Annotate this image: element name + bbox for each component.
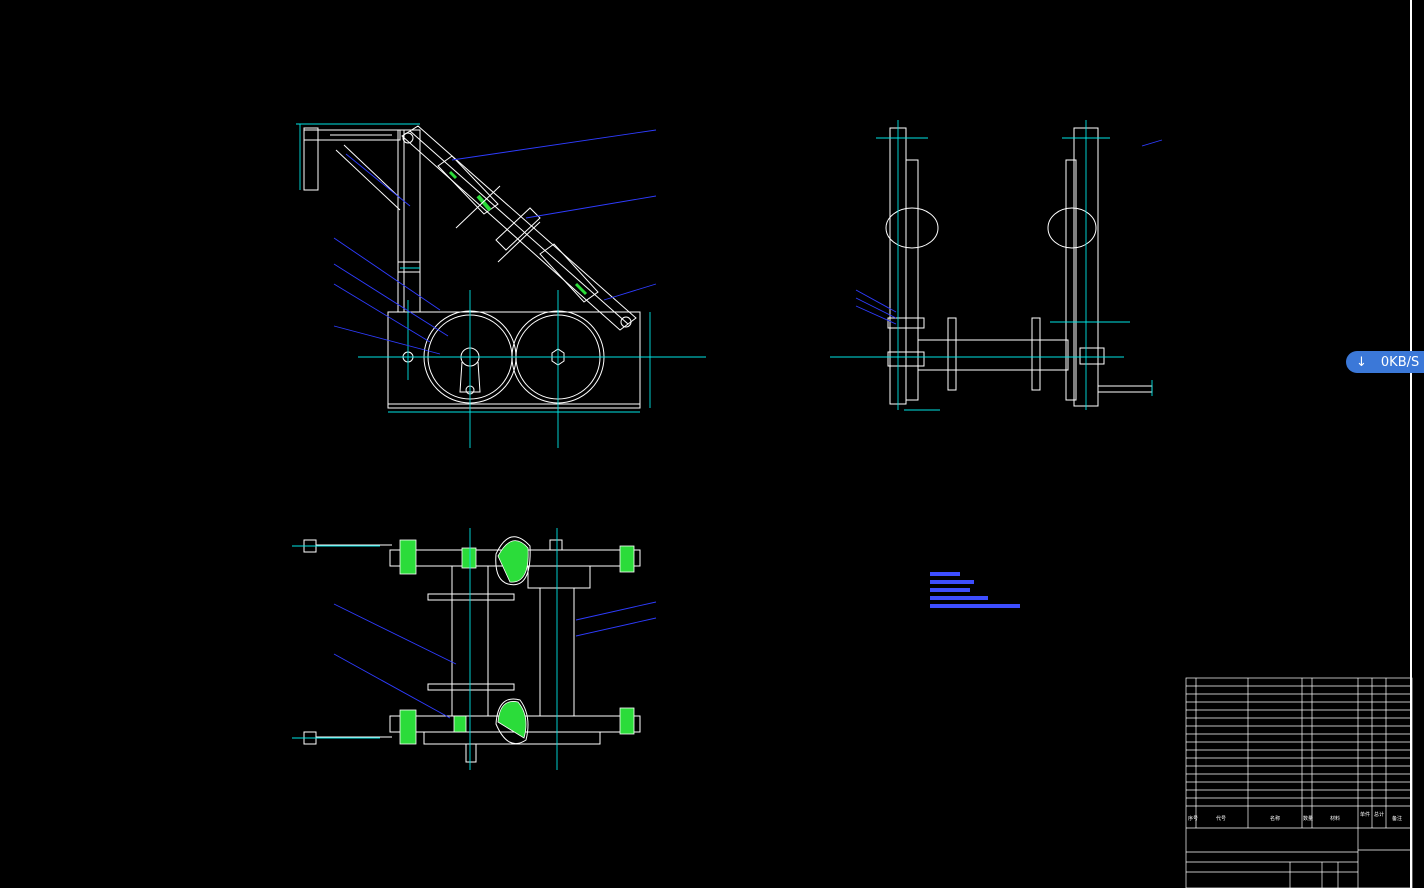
- download-arrow-icon: ↓: [1356, 354, 1367, 370]
- tb-header-2: 名称: [1270, 815, 1280, 822]
- top-view: [292, 528, 657, 770]
- viewport-edge: [1410, 0, 1412, 888]
- tb-header-0: 序号: [1188, 815, 1198, 822]
- tb-header-6: 总计: [1374, 811, 1384, 818]
- tb-header-1: 代号: [1216, 815, 1226, 822]
- tb-header-5: 单件: [1360, 811, 1370, 818]
- network-speed-badge[interactable]: ↓ 0KB/S: [1346, 351, 1424, 373]
- side-view: [830, 120, 1163, 411]
- tb-header-4: 材料: [1330, 815, 1340, 822]
- tb-header-7: 备注: [1392, 815, 1402, 822]
- technical-notes: [930, 572, 1020, 608]
- front-view: [296, 123, 706, 448]
- title-block: 序号 代号 名称 数量 材料 单件 总计 备注: [1185, 677, 1413, 888]
- tb-header-3: 数量: [1303, 815, 1313, 822]
- network-speed-value: 0KB/S: [1380, 354, 1420, 370]
